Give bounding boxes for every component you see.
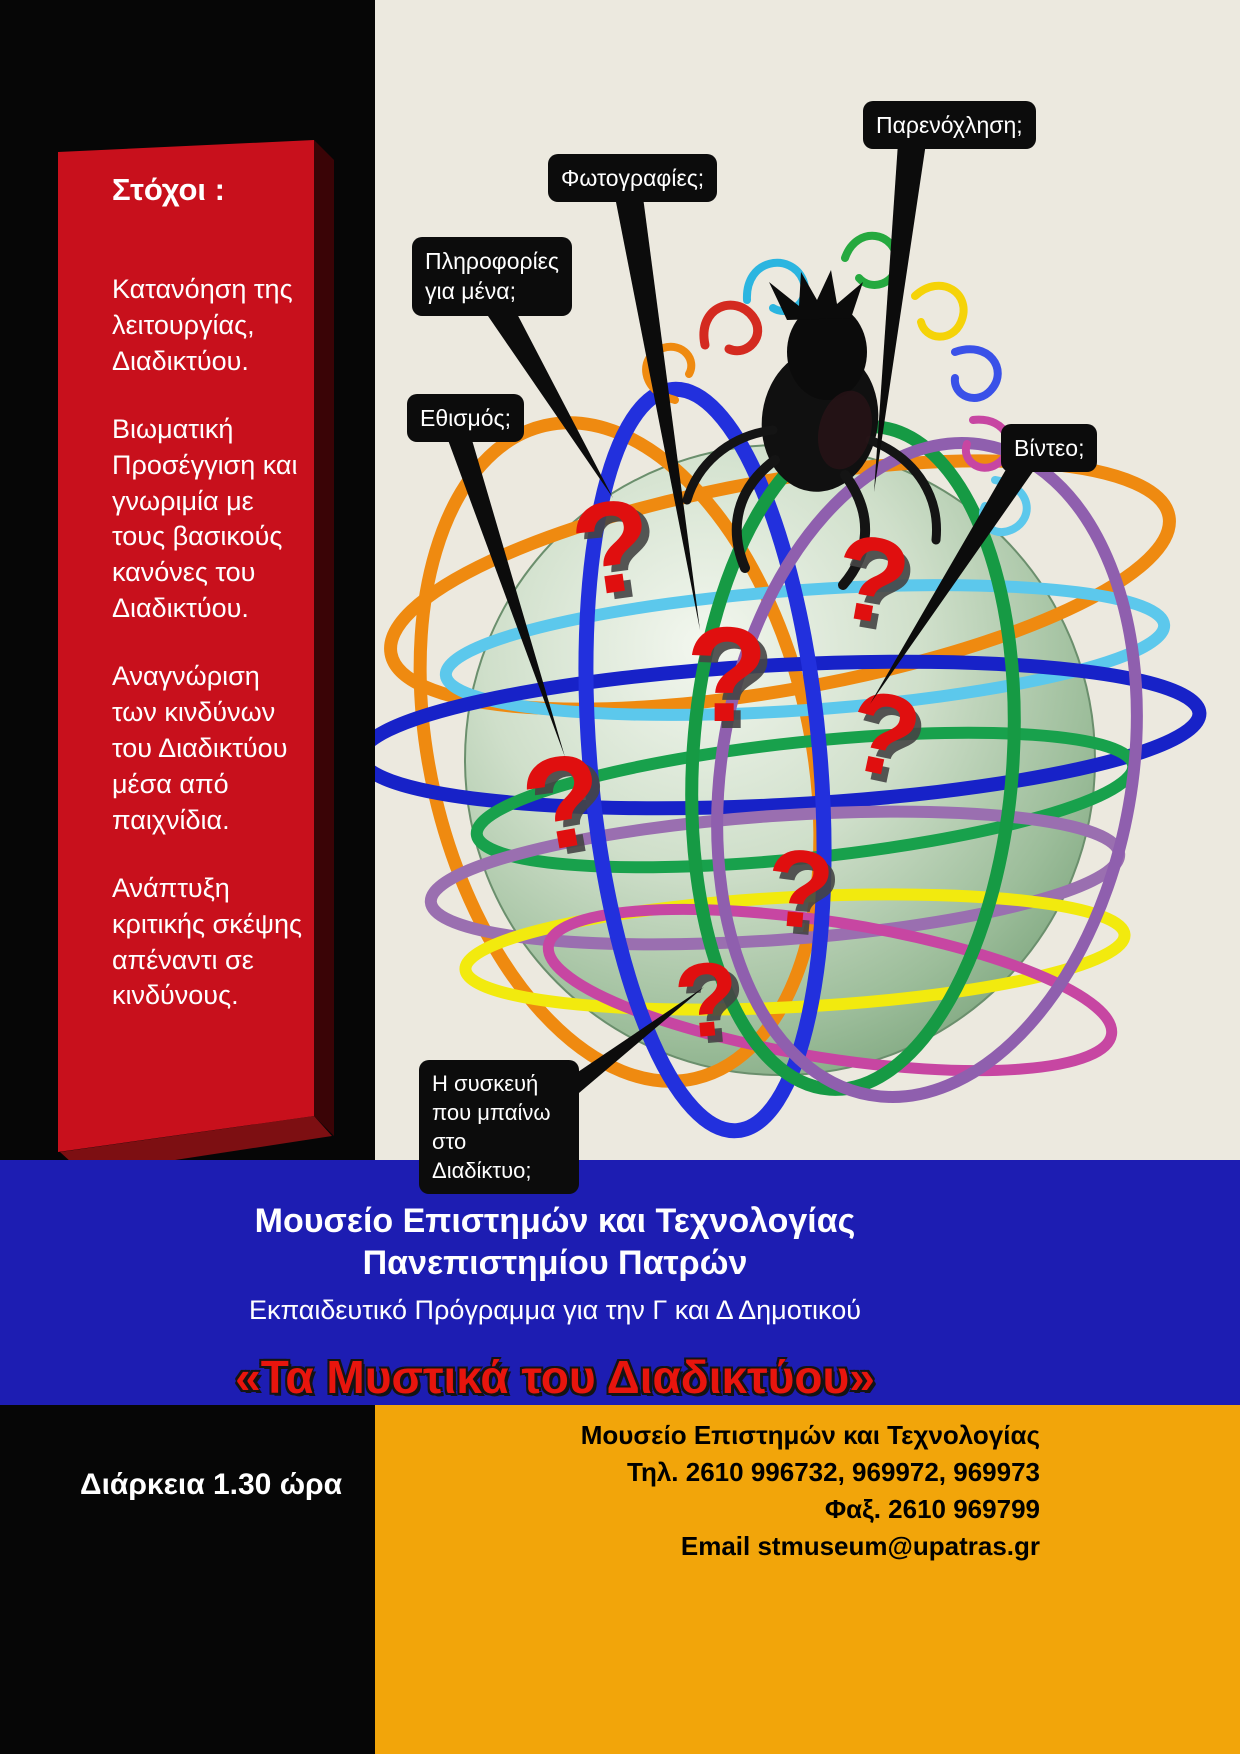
museum-name-line1: Μουσείο Επιστημών και Τεχνολογίας xyxy=(254,1202,856,1240)
callout-harassment: Παρενόχληση; xyxy=(863,101,1036,150)
goals-panel: Στόχοι : Κατανόηση της λειτουργίας, Διαδ… xyxy=(112,172,312,1046)
goal-item: Βιωματική Προσέγγιση και γνωριμία με του… xyxy=(112,413,298,624)
callout-label: Η συσκευή που μπαίνω στο Διαδίκτυο; xyxy=(432,1071,551,1184)
contact-org: Μουσείο Επιστημών και Τεχνολογίας xyxy=(580,1420,1040,1450)
callout-device: Η συσκευή που μπαίνω στο Διαδίκτυο; xyxy=(419,1060,579,1195)
program-subtitle: Εκπαιδευτικό Πρόγραμμα για την Γ και Δ Δ… xyxy=(249,1295,861,1325)
footer: Διάρκεια 1.30 ώρα Μουσείο Επιστημών και … xyxy=(0,1405,1240,1754)
program-title: «Τα Μυστικά του Διαδικτύου» xyxy=(235,1351,875,1403)
callout-video: Βίντεο; xyxy=(1001,424,1098,473)
callout-label: Βίντεο; xyxy=(1014,435,1085,461)
question-mark-icon: ? xyxy=(670,939,744,1061)
question-mark-icon: ? xyxy=(767,833,845,961)
goal-item: Ανάπτυξη κριτικής σκέψης απέναντι σε κιν… xyxy=(112,872,303,1011)
callout-addiction: Εθισμός; xyxy=(407,394,524,443)
goal-item: Αναγνώριση των κινδύνων του Διαδικτύου μ… xyxy=(112,661,288,835)
goals-panel-shape xyxy=(58,140,334,1174)
duration-text: Διάρκεια 1.30 ώρα xyxy=(80,1468,343,1501)
footer-left: Διάρκεια 1.30 ώρα xyxy=(0,1405,375,1754)
callout-label: Εθισμός; xyxy=(420,405,511,431)
creature xyxy=(682,270,941,590)
illustration-area: ? ? ? ? ? ? ? ? ? ? xyxy=(375,0,1240,1160)
callout-label: Πληροφορίες για μένα; xyxy=(425,248,560,305)
contact-fax: Φαξ. 2610 969799 xyxy=(824,1494,1040,1524)
contact-email: Email stmuseum@upatras.gr xyxy=(680,1531,1040,1561)
museum-name-line2: Πανεπιστημίου Πατρών xyxy=(362,1244,748,1282)
banner-text-block: Μουσείο Επιστημών και Τεχνολογίας Πανεπι… xyxy=(0,1160,1110,1404)
question-mark-icon: ? xyxy=(761,825,839,953)
callout-personal-info: Πληροφορίες για μένα; xyxy=(412,237,572,316)
callout-label: Φωτογραφίες; xyxy=(561,165,705,191)
goal-item: Κατανόηση της λειτουργίας, Διαδικτύου. xyxy=(112,274,293,376)
callout-label: Παρενόχληση; xyxy=(876,112,1023,138)
contact-tel: Τηλ. 2610 996732, 969972, 969973 xyxy=(627,1457,1040,1487)
goals-title: Στόχοι : xyxy=(112,172,225,207)
footer-contact: Μουσείο Επιστημών και Τεχνολογίας Τηλ. 2… xyxy=(375,1405,1240,1754)
callout-photos: Φωτογραφίες; xyxy=(548,154,718,203)
question-mark-icon: ? xyxy=(686,599,768,750)
globe-illustration: ? ? ? ? ? ? ? ? ? ? xyxy=(375,231,1207,1139)
museum-banner: Μουσείο Επιστημών και Τεχνολογίας Πανεπι… xyxy=(0,1160,1240,1405)
question-mark-icon: ? xyxy=(693,606,775,757)
